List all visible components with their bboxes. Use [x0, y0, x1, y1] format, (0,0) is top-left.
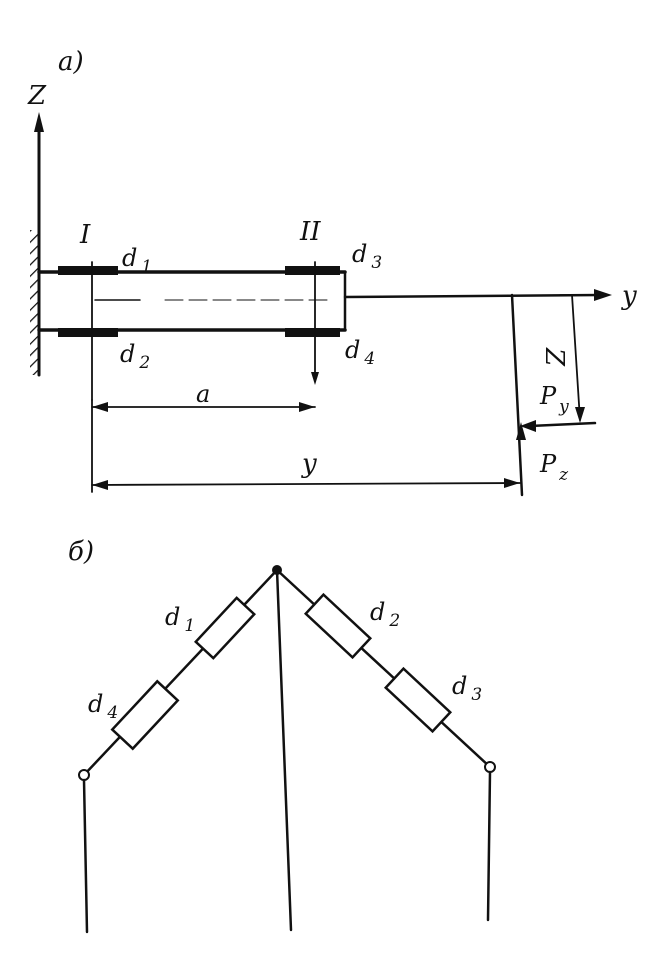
dimension-y — [91, 399, 521, 493]
resistor-d3 — [383, 666, 453, 734]
load-vertical-line — [510, 293, 524, 497]
right-branch-wire — [275, 568, 492, 769]
section-label-2: II — [299, 217, 321, 247]
dimension-z — [559, 294, 601, 423]
y-axis-arrow — [343, 289, 612, 301]
z-axis-arrow — [34, 112, 44, 132]
y-axis-label: y — [621, 281, 637, 311]
dimension-z-label: Z — [539, 347, 569, 367]
panel-label-b: б) — [68, 537, 94, 567]
right-terminal — [484, 761, 496, 773]
dimension-y-label: y — [301, 449, 317, 479]
panel-label-a: a) — [58, 47, 84, 77]
resistor-d4 — [110, 679, 180, 751]
gauge-pad-d3 — [285, 266, 340, 275]
beam — [37, 270, 347, 332]
left-terminal — [78, 769, 90, 781]
force-pz-arrow — [516, 422, 526, 440]
right-lead-wire — [486, 770, 492, 922]
dimension-a-label: a — [196, 380, 210, 408]
dimension-a — [91, 402, 316, 412]
gauge-pad-d4 — [285, 328, 340, 337]
section-label-1: I — [79, 220, 91, 250]
resistor-d1 — [193, 596, 257, 660]
section-2-arrowhead — [311, 372, 319, 385]
resistor-d2 — [303, 592, 373, 660]
fixed-wall — [30, 118, 41, 377]
gauge-pad-d2 — [58, 328, 118, 337]
left-lead-wire — [82, 778, 89, 934]
left-branch-wire — [82, 568, 279, 777]
force-py-arrow — [520, 420, 597, 432]
center-lead-wire — [275, 568, 293, 932]
z-axis-label: Z — [27, 81, 47, 111]
gauge-pad-d1 — [58, 266, 118, 275]
